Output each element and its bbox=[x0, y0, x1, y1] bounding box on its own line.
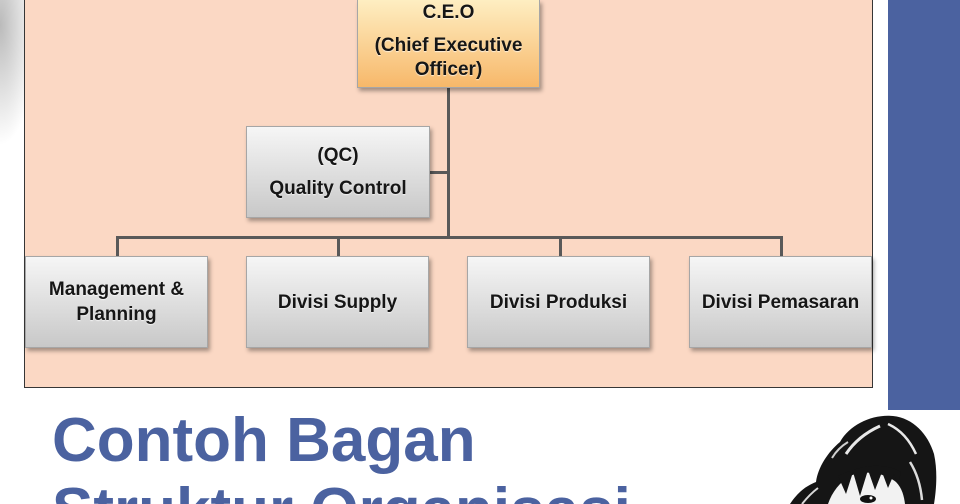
connector-drop-management bbox=[116, 236, 119, 256]
connector-drop-produksi bbox=[559, 236, 562, 256]
division-box-management: Management & Planning bbox=[25, 256, 208, 348]
ceo-abbr: C.E.O bbox=[422, 2, 475, 23]
division-box-produksi: Divisi Produksi bbox=[467, 256, 650, 348]
division-box-supply: Divisi Supply bbox=[246, 256, 429, 348]
division-box-pemasaran: Divisi Pemasaran bbox=[689, 256, 872, 348]
ceo-title: (Chief Executive Officer) bbox=[374, 35, 523, 80]
slide-title-line1: Contoh Bagan bbox=[52, 406, 476, 475]
division-label: Divisi Produksi bbox=[489, 291, 628, 313]
division-label: Divisi Supply bbox=[277, 291, 398, 313]
slide-title-line2: Struktur Organisasi bbox=[52, 480, 631, 504]
qc-abbr: (QC) bbox=[317, 144, 359, 166]
division-label: Divisi Pemasaran bbox=[701, 291, 860, 313]
connector-division-bus bbox=[116, 236, 783, 239]
connector-drop-pemasaran bbox=[780, 236, 783, 256]
connector-ceo-stem bbox=[447, 88, 450, 237]
anime-character-icon bbox=[790, 415, 937, 504]
connector-qc bbox=[430, 171, 449, 174]
connector-drop-supply bbox=[337, 236, 340, 256]
side-accent-panel bbox=[888, 0, 960, 410]
ceo-box: C.E.O (Chief Executive Officer) bbox=[357, 0, 540, 88]
qc-box: (QC) Quality Control bbox=[246, 126, 430, 218]
org-chart: C.E.O (Chief Executive Officer) (QC) Qua… bbox=[24, 0, 873, 388]
division-label: Management & Planning bbox=[48, 279, 185, 325]
qc-title: Quality Control bbox=[269, 177, 407, 199]
